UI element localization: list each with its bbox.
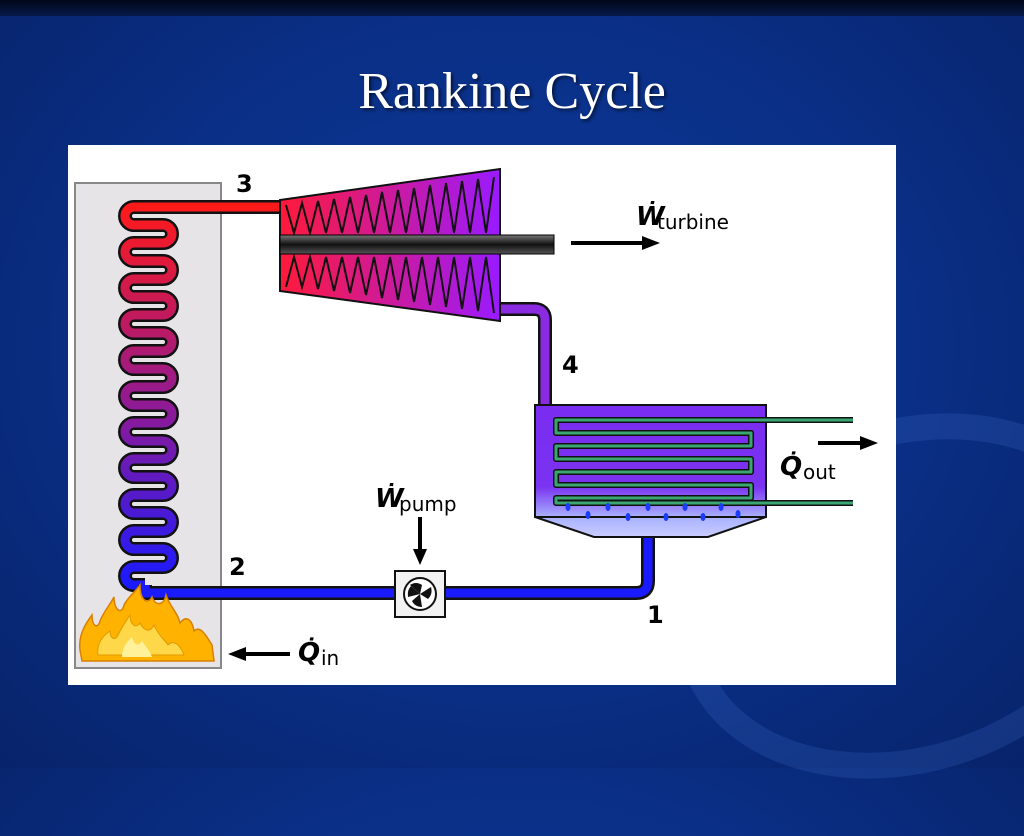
state-point-2: 2 [229,553,246,581]
state-point-4: 4 [562,351,579,379]
w-pump-symbol: Ẇ [375,482,405,514]
w-turbine-symbol: Ẇ [636,200,666,232]
boiler-coil [118,200,280,592]
arrow-right-icon [818,436,878,450]
state-point-3: 3 [236,170,253,198]
turbine-shaft [279,234,555,255]
pump-fan-icon [403,577,437,611]
rankine-diagram: Ẇ turbine Q̇ out [74,167,878,670]
q-in-symbol: Q̇ [298,636,320,668]
q-out-symbol: Q̇ [780,450,802,482]
state-point-1: 1 [647,601,664,629]
pump [394,570,446,618]
flame-icon [78,582,215,662]
title-bar-band [0,0,1024,16]
pipe-condenser-to-boiler-fill [140,535,653,598]
w-pump-subscript: pump [399,492,457,516]
cooling-water-coil [553,417,853,506]
pipe-turbine-outlet [498,302,552,407]
arrow-down-icon [413,517,427,565]
w-turbine-subscript: turbine [657,210,729,234]
q-out-subscript: out [803,460,836,484]
slide-title: Rankine Cycle [358,63,666,120]
condensate-droplets [565,503,741,521]
arrow-right-icon [571,236,660,250]
q-in-subscript: in [321,646,339,670]
pipe-turbine-outlet-fill [498,304,550,407]
arrow-left-icon [228,647,290,661]
rankine-diagram-panel: Ẇ turbine Q̇ out [68,145,896,685]
